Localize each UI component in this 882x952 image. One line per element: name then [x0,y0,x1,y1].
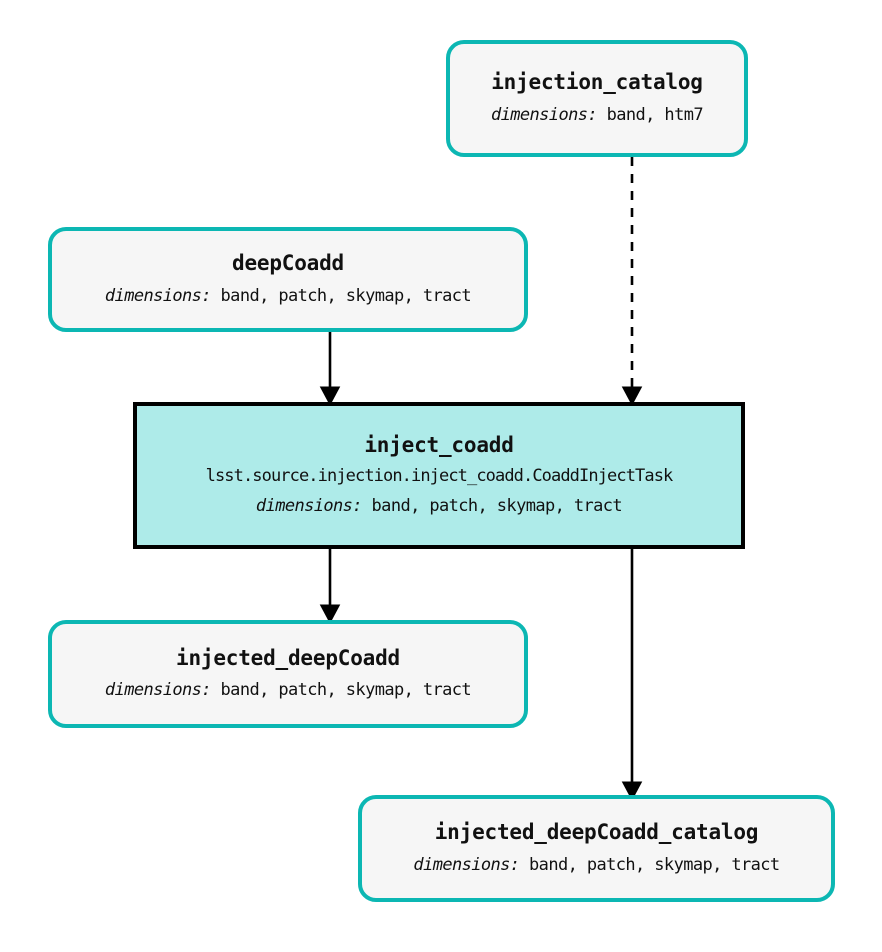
node-title: inject_coadd [364,432,514,457]
node-injected-deepcoadd-catalog[interactable]: injected_deepCoadd_catalog dimensions: b… [358,795,835,902]
dimensions-value: band, patch, skymap, tract [371,496,623,517]
dimensions-label: dimensions: [104,680,212,701]
dimensions-value: band, htm7 [606,104,704,125]
dimensions-label: dimensions: [104,285,212,306]
node-dimensions: dimensions: band, patch, skymap, tract [104,679,472,702]
dimensions-label: dimensions: [255,496,363,517]
dimensions-label: dimensions: [413,854,520,875]
node-dimensions: dimensions: band, htm7 [491,104,704,127]
dimensions-value: band, patch, skymap, tract [220,680,472,701]
dimensions-label: dimensions: [491,104,598,125]
node-deepcoadd[interactable]: deepCoadd dimensions: band, patch, skyma… [48,227,528,332]
node-title: deepCoadd [232,251,344,276]
node-inject-coadd[interactable]: inject_coadd lsst.source.injection.injec… [133,402,745,549]
node-dimensions: dimensions: band, patch, skymap, tract [104,285,472,308]
node-dimensions: dimensions: band, patch, skymap, tract [255,495,623,518]
node-title: injected_deepCoadd [176,645,400,670]
node-title: injection_catalog [491,70,703,95]
node-injected-deepcoadd[interactable]: injected_deepCoadd dimensions: band, pat… [48,620,528,728]
dimensions-value: band, patch, skymap, tract [529,854,780,875]
dimensions-value: band, patch, skymap, tract [220,285,472,306]
node-dimensions: dimensions: band, patch, skymap, tract [413,854,780,877]
node-class-path: lsst.source.injection.inject_coadd.Coadd… [205,466,674,487]
node-title: injected_deepCoadd_catalog [434,820,759,845]
node-injection-catalog[interactable]: injection_catalog dimensions: band, htm7 [446,40,748,157]
